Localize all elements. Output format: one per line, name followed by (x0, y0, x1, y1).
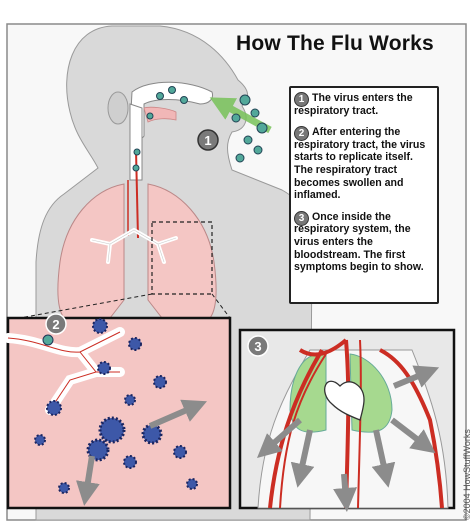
virus-icon (92, 318, 108, 334)
step-3-text: Once inside the respiratory system, the … (294, 210, 424, 274)
numbered-badge-icon: 1 (294, 92, 309, 107)
nose-virus-cluster (132, 86, 268, 172)
step-2: 2 After entering the respiratory tract, … (294, 126, 433, 202)
arrow-icon (76, 455, 100, 506)
step-1: 1 The virus enters the respiratory tract… (294, 92, 433, 117)
marker-2-label: 2 (52, 317, 59, 332)
arrow-icon (333, 473, 358, 512)
virus-icon (98, 416, 126, 444)
marker-1: 1 (197, 129, 219, 151)
arrow-icon (290, 429, 315, 488)
virus-icon (231, 113, 241, 123)
virus-icon (141, 423, 163, 445)
zoom-line-left (19, 293, 153, 319)
step-1-text: The virus enters the respiratory tract. (294, 92, 413, 117)
virus-icon (86, 438, 110, 462)
arrow-icon (148, 399, 208, 429)
marker-3-label: 3 (254, 339, 261, 354)
arrow-icon (392, 365, 440, 389)
zoom-box (151, 221, 213, 295)
virus-icon (132, 164, 140, 172)
arrow-icon (390, 417, 436, 454)
virus-icon (168, 86, 176, 94)
marker-1-label: 1 (204, 133, 211, 148)
step-3: 3 Once inside the respiratory system, th… (294, 210, 433, 274)
numbered-badge-icon: 2 (294, 126, 309, 142)
virus-icon (239, 94, 251, 106)
copyright-text: ©2004 HowStuffWorks (462, 429, 472, 520)
marker-3: 3 (247, 335, 269, 357)
virus-icon (123, 455, 137, 469)
marker-2: 2 (45, 313, 67, 335)
virus-icon (153, 375, 167, 389)
zoom-line-right (211, 293, 231, 319)
virus-icon (156, 92, 164, 100)
virus-icon (146, 112, 154, 120)
virus-icon (97, 361, 111, 375)
inset-3-panel: 3 (238, 328, 456, 512)
virus-icon (46, 400, 62, 416)
virus-icon (133, 148, 141, 156)
virus-icon (58, 482, 70, 494)
steps-box: 1 The virus enters the respiratory tract… (289, 86, 439, 304)
virus-icon (235, 153, 245, 163)
virus-icon (243, 135, 253, 145)
virus-icon (180, 96, 188, 104)
virus-icon (173, 445, 187, 459)
arrow-icon (257, 417, 302, 458)
virus-icon (186, 478, 198, 490)
virus-icon (124, 394, 136, 406)
virus-icon (253, 145, 263, 155)
ear (107, 91, 129, 125)
arrow-icon (371, 429, 396, 488)
virus-icon (34, 434, 46, 446)
page-title: How The Flu Works (236, 32, 434, 55)
heart-icon (324, 380, 365, 421)
virus-icon (250, 108, 260, 118)
step-2-text: After entering the respiratory tract, th… (294, 126, 426, 202)
lungs (57, 183, 217, 319)
numbered-badge-icon: 3 (294, 210, 309, 226)
virus-icon (128, 337, 142, 351)
virus-icon (256, 122, 268, 134)
inset-2-panel: 2 (3, 313, 232, 510)
virus-icon (42, 334, 54, 346)
